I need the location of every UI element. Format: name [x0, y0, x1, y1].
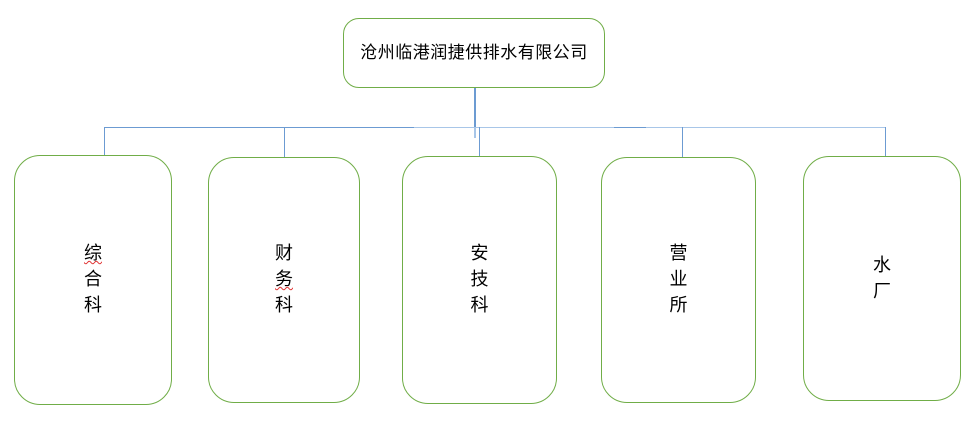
connector-horizontal-bus-mid — [414, 127, 614, 129]
connector-horizontal-bus-left — [104, 127, 414, 129]
connector-root-stem — [474, 88, 476, 128]
org-node-child-4-label: 营 业 所 — [670, 241, 688, 319]
org-node-child-1-char-3: 科 — [84, 295, 102, 316]
org-node-child-1-char-1: 综 — [84, 243, 102, 264]
connector-horizontal-bus-right — [614, 127, 646, 129]
connector-root-stem-tail — [474, 128, 476, 138]
connector-drop-1 — [104, 127, 106, 157]
org-node-child-5[interactable]: 水 厂 — [803, 156, 961, 401]
org-node-child-1[interactable]: 综 合 科 — [14, 155, 172, 405]
connector-drop-3 — [479, 127, 481, 157]
org-node-child-3-char-1: 安 — [470, 243, 489, 264]
connector-drop-4 — [682, 127, 684, 157]
org-node-child-2-label: 财 务 科 — [275, 241, 293, 319]
org-node-child-4-char-3: 所 — [669, 295, 688, 316]
connector-drop-5 — [885, 127, 887, 157]
connector-drop-2 — [284, 127, 286, 157]
org-node-child-1-label: 综 合 科 — [84, 241, 102, 319]
org-node-child-5-char-1: 水 — [873, 254, 891, 276]
org-node-root-label: 沧州临港润捷供排水有限公司 — [360, 42, 588, 63]
org-node-child-3-char-2: 技 — [470, 269, 489, 290]
org-node-child-4-char-1: 营 — [669, 243, 688, 264]
org-node-child-4[interactable]: 营 业 所 — [601, 157, 756, 403]
org-node-child-4-char-2: 业 — [669, 269, 688, 290]
org-node-root[interactable]: 沧州临港润捷供排水有限公司 — [343, 18, 605, 88]
org-node-child-3-char-3: 科 — [470, 295, 489, 316]
org-node-child-2-char-3: 科 — [275, 295, 293, 316]
org-node-child-3[interactable]: 安 技 科 — [402, 156, 557, 404]
org-node-child-5-label: 水 厂 — [873, 253, 891, 305]
org-node-child-3-label: 安 技 科 — [471, 241, 489, 319]
org-node-child-5-char-2: 厂 — [873, 280, 891, 302]
org-node-child-2-char-1: 财 — [275, 243, 293, 264]
org-node-child-2-char-2: 务 — [275, 269, 293, 290]
org-node-child-2[interactable]: 财 务 科 — [208, 157, 360, 403]
org-node-child-1-char-2: 合 — [84, 269, 102, 290]
connector-horizontal-bus-far-right — [646, 127, 886, 129]
